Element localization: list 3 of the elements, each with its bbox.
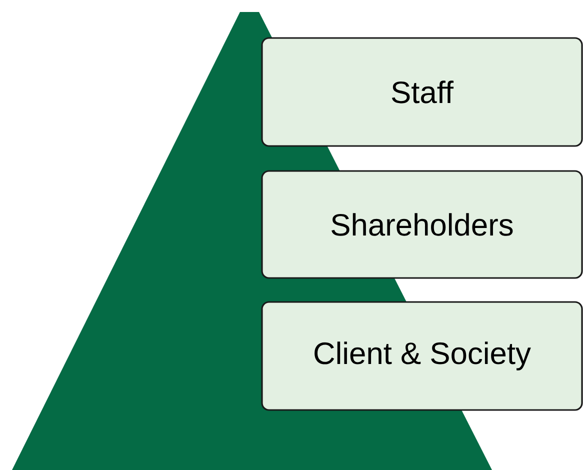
label-box: Shareholders [261, 170, 583, 279]
label-box: Client & Society [261, 301, 583, 411]
label-box: Staff [261, 37, 583, 147]
